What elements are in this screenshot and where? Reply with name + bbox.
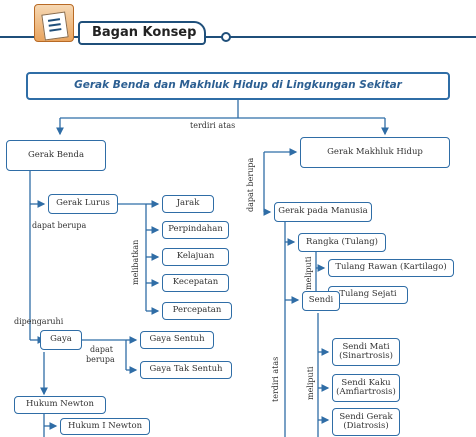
node-gaya-sentuh: Gaya Sentuh	[140, 331, 214, 349]
sendi-gerak-detail: (Diatrosis)	[343, 421, 389, 431]
diagram-title: Gerak Benda dan Makhluk Hidup di Lingkun…	[26, 72, 450, 100]
sendi-mati-detail: (Sinartrosis)	[339, 351, 393, 361]
header-tab	[78, 21, 206, 45]
label-terdiri-atas: terdiri atas	[190, 121, 236, 130]
node-percepatan: Percepatan	[162, 302, 232, 320]
node-sendi-mati: Sendi Mati (Sinartrosis)	[332, 338, 400, 366]
notebook-icon	[34, 4, 74, 42]
label-dapat-berupa: dapat berupa	[32, 221, 87, 230]
node-kelajuan: Kelajuan	[162, 248, 229, 266]
label-meliputi-sendi: meliputi	[306, 366, 315, 400]
node-gerak-lurus: Gerak Lurus	[48, 194, 118, 214]
node-sendi: Sendi	[302, 291, 340, 311]
label-dapat: dapat	[90, 345, 113, 354]
node-hukum-newton: Hukum Newton	[14, 396, 106, 414]
node-rangka: Rangka (Tulang)	[298, 233, 386, 252]
page-title: Bagan Konsep	[92, 25, 197, 40]
label-melibatkan: melibatkan	[131, 239, 140, 285]
label-dipengaruhi: dipengaruhi	[14, 317, 64, 326]
node-gerak-pada-manusia: Gerak pada Manusia	[274, 202, 372, 222]
header-rule	[0, 36, 476, 38]
node-sendi-kaku: Sendi Kaku (Amfiartrosis)	[332, 374, 400, 402]
node-sendi-gerak: Sendi Gerak (Diatrosis)	[332, 408, 400, 436]
node-perpindahan: Perpindahan	[162, 221, 229, 239]
node-hukum-i-newton: Hukum I Newton	[60, 418, 150, 435]
sendi-gerak-name: Sendi Gerak	[339, 411, 393, 422]
sendi-kaku-name: Sendi Kaku	[341, 377, 391, 388]
node-tulang-rawan: Tulang Rawan (Kartilago)	[328, 259, 454, 277]
label-dapat-berupa-kanan: dapat berupa	[246, 157, 255, 212]
sendi-mati-name: Sendi Mati	[342, 341, 390, 352]
label-meliputi-rangka: meliputi	[304, 256, 313, 290]
node-jarak: Jarak	[162, 195, 214, 213]
label-terdiri-atas-kanan: terdiri atas	[271, 356, 280, 402]
sendi-kaku-detail: (Amfiartrosis)	[336, 387, 396, 397]
node-kecepatan: Kecepatan	[162, 274, 229, 292]
node-gaya: Gaya	[40, 330, 82, 350]
header-dot	[221, 32, 231, 42]
node-gerak-benda: Gerak Benda	[6, 140, 106, 171]
node-tulang-sejati: Tulang Sejati	[328, 286, 408, 304]
label-berupa: berupa	[86, 355, 115, 364]
node-gerak-makhluk-hidup: Gerak Makhluk Hidup	[300, 137, 450, 168]
node-gaya-tak-sentuh: Gaya Tak Sentuh	[140, 361, 232, 379]
